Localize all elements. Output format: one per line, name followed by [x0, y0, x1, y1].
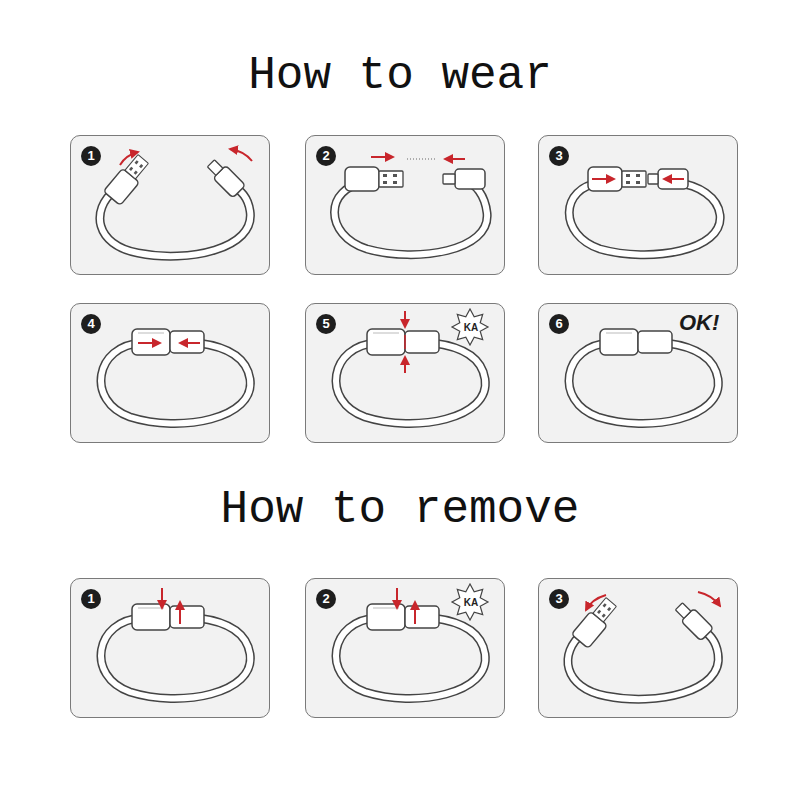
step-panel: 4: [70, 303, 270, 443]
section-heading: How to remove: [0, 484, 800, 536]
step-panel: 3: [538, 135, 738, 275]
callout-number: 6: [549, 314, 569, 334]
callout-number: 4: [81, 314, 101, 334]
step-panel: 1: [70, 135, 270, 275]
callout-number: 5: [316, 314, 336, 334]
callout-number: 2: [316, 589, 336, 609]
callout-number: 3: [549, 589, 569, 609]
callout-number: 2: [316, 146, 336, 166]
ok-mark: OK!: [679, 310, 719, 336]
callout-number: 1: [81, 589, 101, 609]
sound-effect: KA: [457, 321, 485, 335]
sound-effect: KA: [457, 596, 485, 610]
callout-number: 3: [549, 146, 569, 166]
step-panel: 5 KA: [305, 303, 505, 443]
step-panel: 3: [538, 578, 738, 718]
step-panel: 2: [305, 135, 505, 275]
step-panel: 6 OK!: [538, 303, 738, 443]
step-panel: 2 KA: [305, 578, 505, 718]
step-panel: 1: [70, 578, 270, 718]
section-heading: How to wear: [0, 50, 800, 102]
callout-number: 1: [81, 146, 101, 166]
